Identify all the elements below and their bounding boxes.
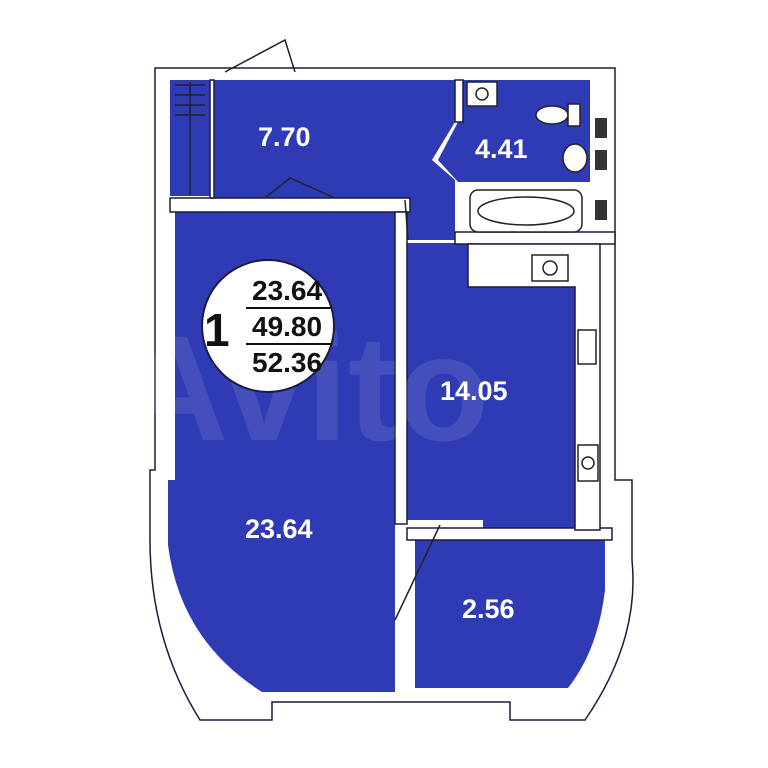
label-hall: 7.70 (258, 122, 311, 152)
drain-icon (475, 87, 489, 101)
kitchen (407, 243, 575, 530)
area-living: 23.64 (252, 275, 322, 306)
label-bathroom: 4.41 (475, 134, 528, 164)
bath-sink-icon (466, 81, 498, 107)
door-living (264, 177, 336, 199)
wall-hall-living (169, 197, 411, 213)
entrance-door (224, 38, 296, 73)
area-total: 49.80 (252, 311, 322, 342)
area-total-with-balcony: 52.36 (252, 347, 322, 378)
wall-loggia (209, 79, 215, 199)
vent-shaft-3 (595, 200, 607, 220)
area-badge (201, 259, 335, 393)
wall-kitchen-balcony (406, 527, 613, 541)
label-kitchen: 14.05 (440, 376, 508, 406)
loggia-hatch (175, 82, 205, 195)
washbasin-icon (562, 143, 588, 173)
burner-icon (581, 456, 595, 470)
wall-hall-bath (454, 79, 464, 123)
label-balcony: 2.56 (462, 594, 515, 624)
door-kitchen (404, 199, 409, 241)
toilet-icon (535, 105, 569, 125)
vent-shaft-2 (595, 150, 607, 170)
door-balcony (394, 524, 441, 621)
wall-bath-kitchen (454, 231, 616, 245)
vent-shaft-1 (595, 118, 607, 138)
balcony (415, 540, 605, 688)
sink-bowl-icon (542, 260, 558, 276)
sink-icon (531, 254, 569, 282)
label-living-room: 23.64 (245, 514, 313, 544)
dishwasher-icon (577, 329, 597, 365)
rooms-count: 1 (204, 304, 230, 356)
kitchen-counter (467, 243, 601, 531)
wall-living-kitchen (394, 211, 408, 525)
stove-icon (577, 444, 599, 482)
bathtub-inner-icon (477, 196, 575, 226)
bathtub-icon (469, 189, 583, 233)
toilet-tank-icon (567, 103, 581, 127)
